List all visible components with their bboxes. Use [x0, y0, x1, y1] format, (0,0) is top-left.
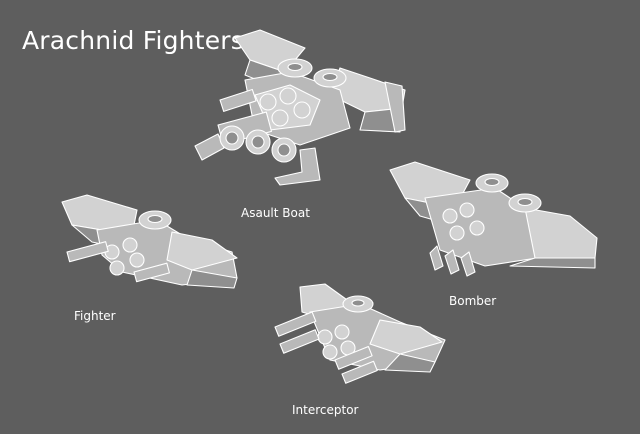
- interceptor-model: [274, 283, 446, 384]
- ship-label-asault-boat: Asault Boat: [241, 206, 310, 220]
- ship-label-fighter: Fighter: [74, 309, 116, 323]
- assault-boat-model: [194, 29, 406, 186]
- fighter-model: [61, 194, 238, 289]
- page-title: Arachnid Fighters: [22, 26, 245, 55]
- ship-label-bomber: Bomber: [449, 294, 497, 308]
- bomber-model: [389, 161, 598, 277]
- ship-label-interceptor: Interceptor: [292, 403, 359, 417]
